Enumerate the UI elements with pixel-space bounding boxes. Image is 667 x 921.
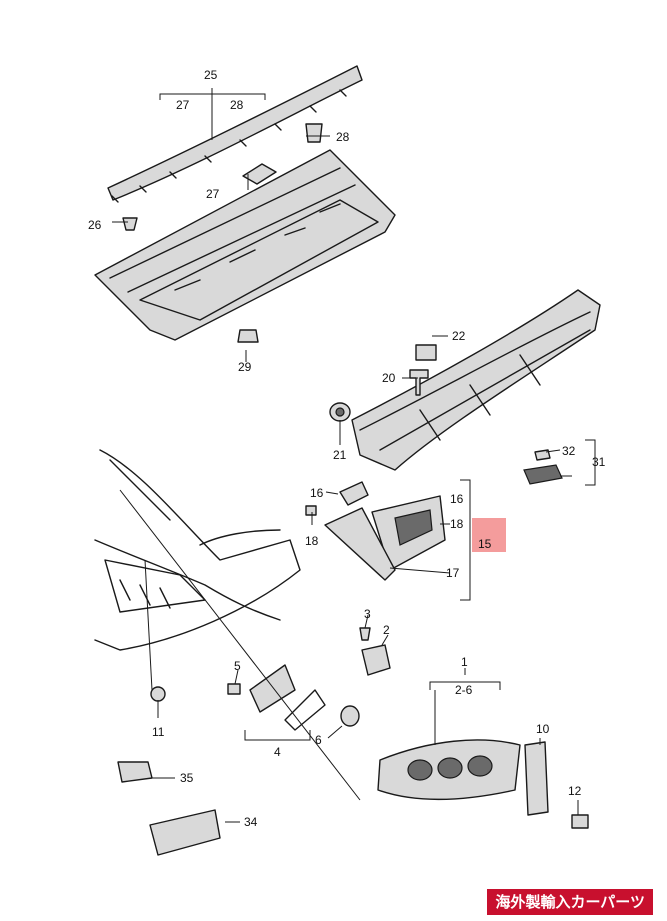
callout-28-top: 28 xyxy=(230,98,244,112)
bolt-5-part xyxy=(227,683,241,695)
grommet-21-part xyxy=(329,402,351,422)
callout-25: 25 xyxy=(204,68,218,82)
callout-21: 21 xyxy=(333,448,347,462)
watermark-badge: 海外製輸入カーパーツ xyxy=(487,889,653,915)
callout-15: 15 xyxy=(478,537,492,551)
callout-28: 28 xyxy=(336,130,350,144)
screw-3-part xyxy=(359,627,371,641)
callout-32: 32 xyxy=(562,444,576,458)
callout-16-right: 16 xyxy=(450,492,464,506)
callout-1: 1 xyxy=(461,655,468,669)
clip-27-part xyxy=(242,163,277,185)
inner-lamp-assembly xyxy=(305,481,446,581)
callout-17: 17 xyxy=(446,566,460,580)
callout-20: 20 xyxy=(382,371,396,385)
callout-labels: 25 27 28 28 27 26 29 22 20 21 32 31 16 1… xyxy=(88,68,606,829)
callout-5: 5 xyxy=(234,659,241,673)
callout-29: 29 xyxy=(238,360,252,374)
callout-16-left: 16 xyxy=(310,486,324,500)
seal-4-part xyxy=(249,664,326,731)
callout-4: 4 xyxy=(274,745,281,759)
sensor-35-part xyxy=(117,761,153,783)
callout-3: 3 xyxy=(364,607,371,621)
clip-29-part xyxy=(237,329,259,343)
callout-27-top: 27 xyxy=(176,98,190,112)
cap-22-part xyxy=(415,344,437,361)
cover-34-part xyxy=(149,809,221,856)
trim-strip-part xyxy=(107,65,363,203)
clip-26-part xyxy=(122,217,138,231)
bolt-12-part xyxy=(571,814,589,829)
tail-light-1-part xyxy=(377,739,521,801)
clip-28-part xyxy=(305,123,323,143)
callout-15-highlight xyxy=(472,518,506,552)
callout-10: 10 xyxy=(536,722,550,736)
car-body-outline xyxy=(94,449,301,651)
lamp-31-part xyxy=(523,449,563,485)
callout-11: 11 xyxy=(152,725,165,739)
bracket-2-part xyxy=(361,644,391,676)
callout-31: 31 xyxy=(592,455,606,469)
callout-26: 26 xyxy=(88,218,102,232)
grommet-6-part xyxy=(340,705,360,727)
clip-11-part xyxy=(150,686,166,702)
tail-light-carrier xyxy=(351,289,601,471)
callout-12: 12 xyxy=(568,784,582,798)
callout-18-right: 18 xyxy=(450,517,464,531)
callout-6: 6 xyxy=(315,733,322,747)
rear-shelf-panel xyxy=(94,149,396,341)
callout-2: 2 xyxy=(383,623,390,637)
callout-27: 27 xyxy=(206,187,220,201)
leader-lines xyxy=(112,88,596,823)
callout-34: 34 xyxy=(244,815,258,829)
callout-35: 35 xyxy=(180,771,194,785)
callout-2-6: 2-6 xyxy=(455,683,473,697)
callout-22: 22 xyxy=(452,329,466,343)
callout-18-left: 18 xyxy=(305,534,319,548)
cover-10-part xyxy=(524,741,549,816)
